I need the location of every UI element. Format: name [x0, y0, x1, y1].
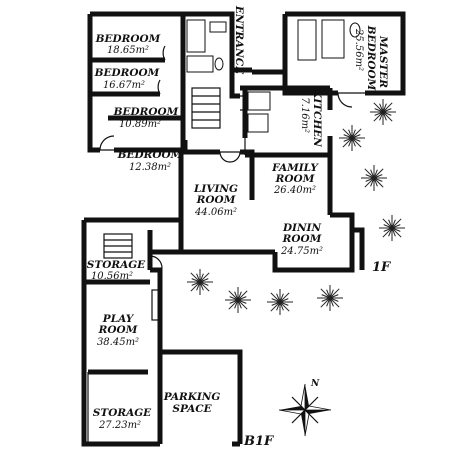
kitchen-name: KITCHEN [311, 88, 323, 147]
tree-icon [267, 289, 293, 315]
dining-name-line2: ROOM [282, 233, 322, 245]
tree-icon [225, 287, 251, 313]
floor-label-b1f: B1F [243, 434, 274, 449]
dining-name-line1: DININ [282, 222, 322, 234]
living-name-line2: ROOM [196, 194, 236, 206]
family-area: 26.40m² [273, 185, 316, 196]
lower-floor-walls [81, 217, 243, 447]
bedroom-1-name: BEDROOM [95, 33, 161, 45]
bathroom-fixtures [186, 19, 361, 133]
stairs [103, 87, 221, 321]
parking-name-line2: SPACE [172, 403, 212, 415]
landscape-trees [187, 99, 405, 315]
master-name-line2: BEDROOM [365, 25, 377, 91]
storage-2-area: 27.23m² [98, 420, 141, 431]
bedroom-3-name: BEDROOM [113, 106, 179, 118]
parking-name-line1: PARKING [163, 391, 221, 403]
tree-icon [379, 215, 405, 241]
interior-lines [87, 92, 365, 444]
tree-icon [339, 125, 365, 151]
bedroom-2-area: 16.67m² [103, 80, 145, 91]
entrance-label: ENTRANCE [233, 5, 245, 75]
bedroom-4-name: BEDROOM [117, 149, 183, 161]
storage-1-name: STORAGE [87, 259, 146, 271]
room-labels: BEDROOM 18.65m² BEDROOM 16.67m² BEDROOM … [87, 5, 391, 449]
bedroom-3-area: 10.89m² [119, 119, 161, 130]
compass-north: N [310, 379, 320, 389]
play-name-line1: PLAY [102, 313, 135, 325]
master-name-line1: MASTER [377, 35, 389, 88]
door-swings [99, 45, 353, 269]
family-name-line1: FAMILY [271, 162, 319, 174]
kitchen-area: 17.16m² [299, 91, 310, 133]
storage-2-name: STORAGE [93, 407, 152, 419]
bedroom-1-area: 18.65m² [107, 45, 149, 56]
play-area: 38.45m² [97, 337, 139, 348]
tree-icon [370, 99, 396, 125]
tree-icon [187, 269, 213, 295]
dining-area: 24.75m² [280, 246, 323, 257]
bedroom-2-name: BEDROOM [94, 67, 160, 79]
family-name-line2: ROOM [275, 173, 315, 185]
storage-1-area: 10.56m² [91, 271, 133, 282]
upper-floor-walls [87, 11, 406, 273]
tree-icon [361, 165, 387, 191]
tree-icon [317, 285, 343, 311]
compass-rose: N [278, 379, 332, 437]
play-name-line2: ROOM [98, 324, 138, 336]
master-area: 25.56m² [353, 28, 364, 71]
living-name-line1: LIVING [193, 183, 238, 195]
bedroom-4-area: 12.38m² [129, 162, 171, 173]
floor-label-1f: 1F [372, 260, 391, 275]
living-area: 44.06m² [194, 207, 237, 218]
